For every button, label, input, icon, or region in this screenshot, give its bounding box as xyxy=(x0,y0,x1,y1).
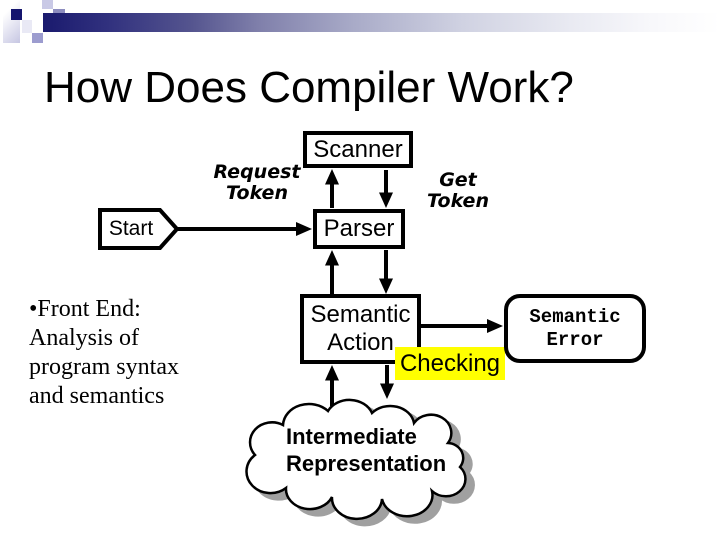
decor-square-light-top xyxy=(42,0,53,9)
checking-highlight: Checking xyxy=(395,347,505,380)
arrow-start-to-parser xyxy=(178,222,312,236)
bullet-text: •Front End: Analysis of program syntax a… xyxy=(29,296,179,409)
cloud-shape xyxy=(245,398,467,521)
start-shape xyxy=(98,208,180,250)
arrow-scanner-to-parser xyxy=(379,170,393,208)
arrow-parser-to-semantic-action xyxy=(379,250,393,294)
arrow-parser-to-scanner xyxy=(325,169,339,208)
cloud-label: Intermediate Representation xyxy=(286,424,447,476)
slide-title: How Does Compiler Work? xyxy=(44,63,574,112)
arrow-semantic-action-to-cloud xyxy=(380,365,394,399)
parser-node: Parser xyxy=(313,209,405,249)
intermediate-representation-cloud xyxy=(245,398,475,527)
arrow-semantic-action-to-parser xyxy=(325,250,339,294)
start-node-label: Start xyxy=(108,217,154,240)
decor-square-pale xyxy=(22,20,32,33)
arrow-cloud-to-semantic-action xyxy=(325,365,339,406)
decor-square-dark xyxy=(11,9,22,20)
request-token-label: Request Token xyxy=(213,161,301,204)
semantic-error-node: Semantic Error xyxy=(504,294,646,363)
decor-square-lavender xyxy=(32,33,43,43)
get-token-label: Get Token xyxy=(427,169,489,212)
semantic-action-node: Semantic Action xyxy=(300,294,421,364)
title-bar-gradient xyxy=(43,13,720,32)
scanner-node: Scanner xyxy=(303,131,413,168)
arrow-semantic-action-to-semantic-error xyxy=(421,319,503,333)
